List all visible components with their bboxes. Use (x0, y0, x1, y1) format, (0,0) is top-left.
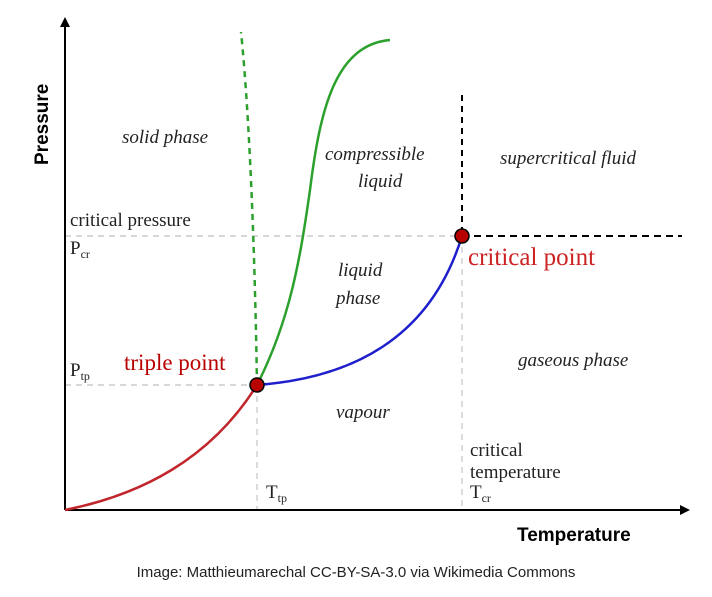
region-supercritical-label: supercritical fluid (500, 148, 636, 169)
y-axis-label: Pressure (32, 84, 53, 165)
fusion-curve-anomalous-dashed (239, 31, 259, 386)
region-vapour-label: vapour (336, 402, 390, 423)
region-compressible-label-line2: liquid (358, 171, 403, 192)
critical-pressure-label: critical pressure (70, 210, 191, 231)
critical-point-label: critical point (468, 244, 595, 271)
p-tp-main: P (70, 360, 81, 381)
p-cr-sub: cr (81, 247, 90, 261)
vaporization-curve (256, 235, 464, 387)
t-cr-label: Tcr (470, 482, 491, 505)
region-gaseous-label: gaseous phase (518, 350, 628, 371)
region-compressible-label-line1: compressible (325, 144, 425, 165)
triple-point-marker (249, 377, 265, 393)
region-liquid-label-line1: liquid (338, 260, 383, 281)
p-cr-label: Pcr (70, 238, 90, 261)
critical-point-marker (454, 228, 470, 244)
sublimation-curve (64, 384, 259, 512)
t-cr-main: T (470, 482, 482, 503)
critical-temperature-label-line1: critical (470, 440, 523, 461)
p-tp-sub: tp (81, 369, 90, 383)
image-credit: Image: Matthieumarechal CC-BY-SA-3.0 via… (136, 564, 576, 581)
p-tp-label: Ptp (70, 360, 90, 383)
t-cr-sub: cr (482, 491, 491, 505)
region-solid-label: solid phase (122, 127, 208, 148)
triple-point-label: triple point (124, 350, 226, 375)
fusion-curve (255, 38, 391, 386)
t-tp-sub: tp (278, 491, 287, 505)
t-tp-main: T (266, 482, 278, 503)
phase-diagram: Pressure Temperature solid phase compres… (32, 17, 690, 546)
region-liquid-label-line2: phase (334, 288, 380, 309)
phase-diagram-canvas: Pressure Temperature solid phase compres… (32, 17, 690, 546)
t-tp-label: Ttp (266, 482, 287, 505)
critical-temperature-label-line2: temperature (470, 462, 561, 483)
x-axis-label: Temperature (517, 525, 631, 546)
p-cr-main: P (70, 238, 81, 259)
